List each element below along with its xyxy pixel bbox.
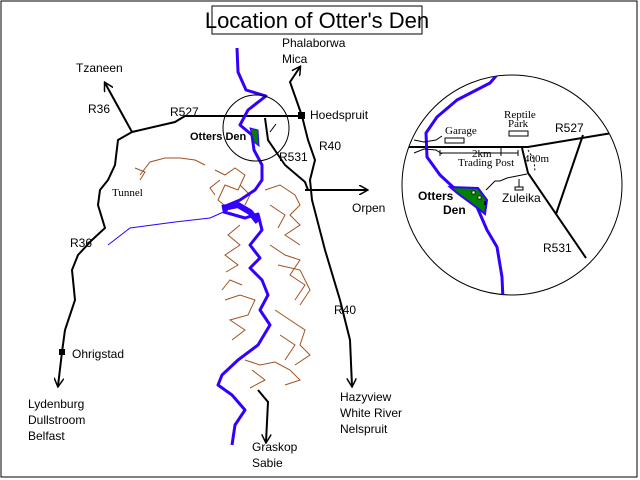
- road-r40-top: R40: [319, 139, 341, 153]
- inset-garage: Garage: [445, 125, 477, 137]
- town-phalaborwa: Phalaborwa: [282, 36, 346, 50]
- town-belfast: Belfast: [28, 429, 65, 443]
- town-white-river: White River: [340, 406, 402, 420]
- main-labels: Tzaneen R36 R527 Otters Den Hoedspruit R…: [28, 36, 402, 470]
- inset-r527: R527: [555, 121, 584, 135]
- inset-2km: 2km: [472, 148, 492, 160]
- title-box: Location of Otter's Den: [205, 5, 429, 35]
- roads: [58, 67, 367, 442]
- town-ohrigstad: Ohrigstad: [72, 347, 124, 361]
- reptile-park-marker: [508, 130, 529, 137]
- tunnel-label: Tunnel: [112, 187, 143, 199]
- town-tzaneen: Tzaneen: [76, 61, 123, 75]
- town-hoedspruit: Hoedspruit: [310, 108, 369, 122]
- town-orpen: Orpen: [352, 201, 385, 215]
- map-title: Location of Otter's Den: [205, 8, 429, 33]
- hoedspruit-marker: [298, 112, 305, 119]
- town-nelspruit: Nelspruit: [340, 422, 388, 436]
- town-sabie: Sabie: [252, 456, 283, 470]
- town-dullstroom: Dullstroom: [28, 413, 85, 427]
- inset-400m: 400m: [524, 153, 550, 165]
- inset-zuleika: Zuleika: [502, 191, 541, 205]
- road-r36-bottom: R36: [70, 236, 92, 250]
- otters-den-area: [249, 127, 260, 148]
- town-hazyview: Hazyview: [340, 390, 392, 404]
- inset-r531: R531: [543, 241, 572, 255]
- otters-den-label: Otters Den: [190, 131, 247, 143]
- inset-trading-post: Trading Post: [458, 157, 514, 169]
- inset-reptile: Reptile: [504, 109, 536, 121]
- inset-park: Park: [508, 118, 529, 130]
- zuleika-marker: [514, 186, 524, 191]
- inset-den: Den: [443, 203, 466, 217]
- inset-otters: Otters: [418, 189, 454, 203]
- road-r40-bottom: R40: [334, 303, 356, 317]
- town-lydenburg: Lydenburg: [28, 397, 84, 411]
- garage-marker: [444, 137, 465, 144]
- town-graskop: Graskop: [252, 440, 298, 454]
- road-r527: R527: [170, 105, 199, 119]
- road-r36-top: R36: [88, 102, 110, 116]
- road-r531: R531: [279, 150, 308, 164]
- focus-circle: [222, 94, 290, 162]
- ohrigstad-marker: [59, 349, 65, 355]
- inset-map: Garage Reptile Park R527 2km Trading Pos…: [401, 74, 623, 296]
- town-mica: Mica: [282, 52, 308, 66]
- escarpment-lines: [134, 157, 311, 389]
- rivers: [107, 47, 272, 446]
